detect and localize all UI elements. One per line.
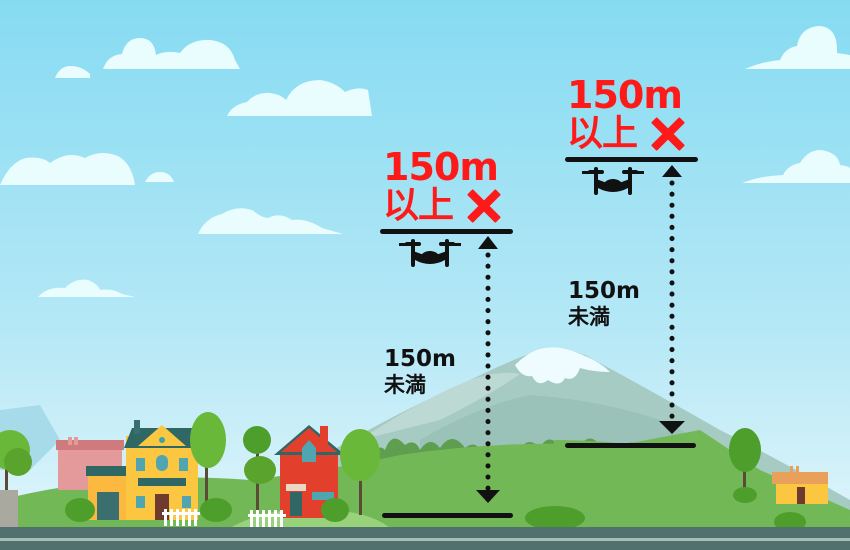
over-limit-text: 以上 <box>383 185 454 226</box>
under-limit-height: 150m <box>384 346 456 372</box>
over-limit-height: 150m <box>567 73 683 117</box>
clouds <box>0 26 850 297</box>
under-limit-text: 未満 <box>568 305 610 329</box>
under-limit-height: 150m <box>568 278 640 304</box>
arrow-up-icon <box>478 236 498 249</box>
right-altitude-marker <box>565 157 698 448</box>
right-over-limit-label: 150m 以上 <box>567 76 685 152</box>
limit-line <box>380 229 513 234</box>
left-under-limit-label: 150m 未満 <box>384 348 456 396</box>
ground-line <box>565 443 696 448</box>
left-altitude-marker <box>380 229 513 518</box>
under-limit-text: 未満 <box>384 373 426 397</box>
over-limit-height: 150m <box>383 145 499 189</box>
limit-line <box>565 157 698 162</box>
trees <box>0 412 761 515</box>
road-line <box>0 538 850 541</box>
over-limit-text: 以上 <box>567 113 638 154</box>
fences <box>162 509 286 527</box>
right-under-limit-label: 150m 未満 <box>568 280 640 328</box>
arrow-up-icon <box>662 165 682 177</box>
arrow-down-icon <box>659 421 685 434</box>
prohibited-x-icon <box>651 117 685 151</box>
houses <box>56 420 828 520</box>
ground-line <box>382 513 513 518</box>
prohibited-x-icon <box>467 189 501 223</box>
left-over-limit-label: 150m 以上 <box>383 148 501 224</box>
arrow-down-icon <box>476 490 500 503</box>
